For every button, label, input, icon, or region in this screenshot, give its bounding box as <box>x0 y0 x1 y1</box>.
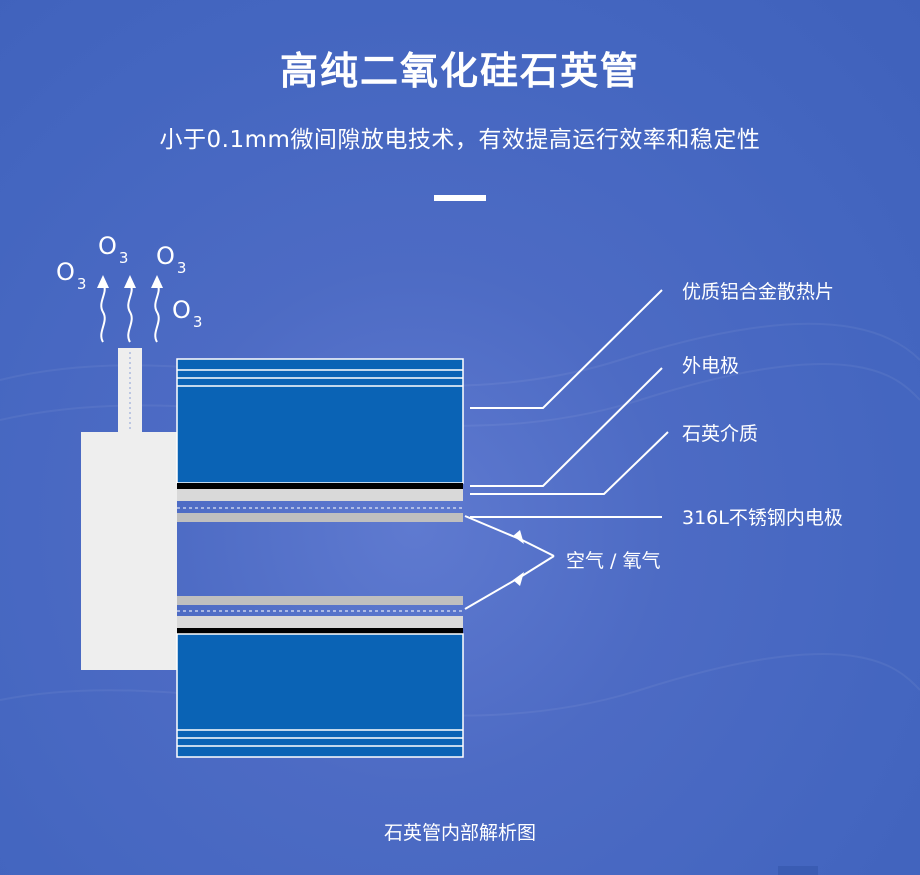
outer-electrode-leader <box>470 367 663 487</box>
label-outer-electrode: 外电极 <box>682 355 739 377</box>
ozone-arrowheads <box>97 275 163 288</box>
ozone-arrow-3 <box>154 283 160 343</box>
label-gas: 空气 / 氧气 <box>566 550 660 572</box>
ozone-arrow-2 <box>127 283 133 343</box>
housing-block <box>81 432 177 670</box>
top-outer-electrode <box>177 483 463 489</box>
quartz-leader <box>470 431 669 495</box>
label-quartz: 石英介质 <box>682 423 758 445</box>
label-heatsink: 优质铝合金散热片 <box>682 281 834 303</box>
page-title: 高纯二氧化硅石英管 <box>279 49 640 93</box>
page-subtitle: 小于0.1mm微间隙放电技术，有效提高运行效率和稳定性 <box>159 127 761 153</box>
title-divider <box>434 195 486 201</box>
ozone-flow-arrows <box>100 283 160 343</box>
bottom-outer-electrode <box>177 628 463 634</box>
gas-leader-lower <box>464 555 555 610</box>
bottom-heatsink-fins <box>176 633 464 758</box>
gas-arrowhead-upper <box>513 530 524 544</box>
bottom-inner-electrode <box>177 596 463 605</box>
label-inner-electrode: 316L不锈钢内电极 <box>682 507 843 529</box>
gas-leader <box>464 515 555 557</box>
top-quartz-layer <box>177 489 463 501</box>
corner-decoration <box>778 866 818 875</box>
diagram-caption: 石英管内部解析图 <box>383 822 536 844</box>
heatsink-leader <box>470 289 663 409</box>
ozone-arrow-1 <box>100 283 106 343</box>
bottom-quartz-layer <box>177 616 463 628</box>
gas-arrowhead-lower <box>513 572 524 586</box>
background-waves <box>0 322 920 717</box>
top-inner-electrode <box>177 513 463 522</box>
outlet-tube <box>118 348 142 434</box>
